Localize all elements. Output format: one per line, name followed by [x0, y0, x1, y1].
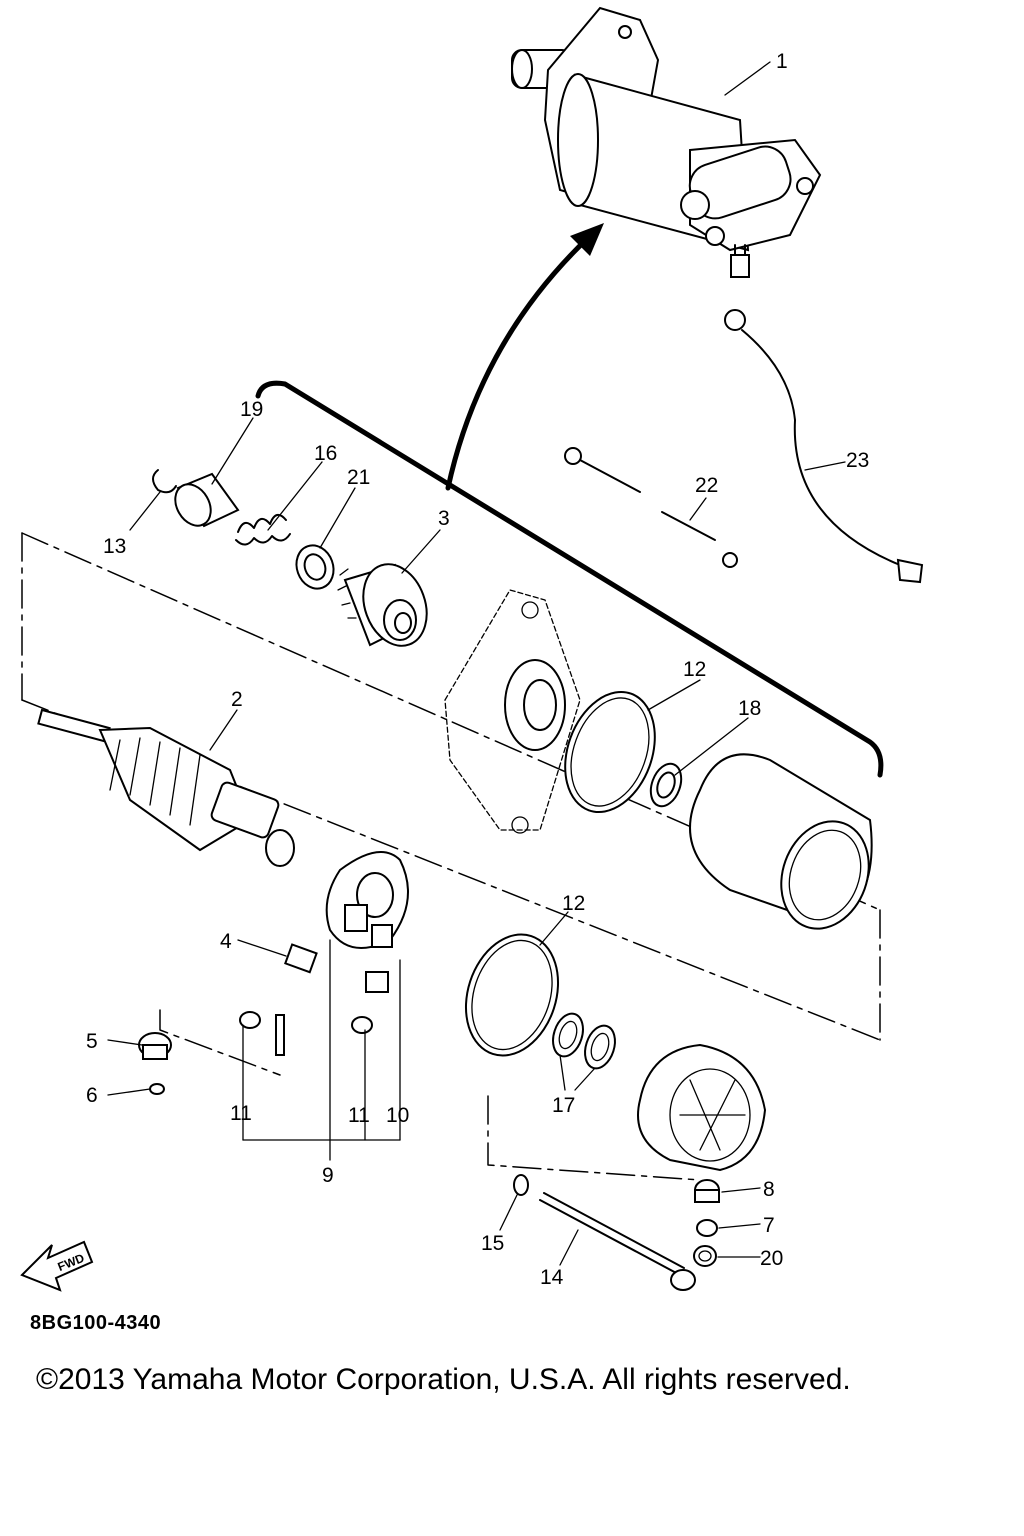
callout-13: 13	[103, 535, 126, 558]
callout-14: 14	[540, 1266, 564, 1289]
through-bolt-14	[539, 1192, 696, 1291]
lead-wire-22	[564, 447, 738, 568]
spring-16	[235, 513, 291, 546]
o-ring-12-upper	[564, 690, 656, 814]
shims-17	[552, 1012, 616, 1070]
washer-7	[696, 1219, 718, 1237]
o-ring-6	[149, 1083, 165, 1095]
nut-20	[693, 1245, 717, 1267]
nut-8	[694, 1179, 720, 1203]
callout-12a: 12	[683, 658, 706, 681]
callout-19: 19	[240, 398, 263, 421]
callout-23: 23	[846, 449, 869, 472]
clutch-gear-3	[337, 563, 428, 647]
callout-8: 8	[763, 1178, 775, 1201]
armature-2	[37, 708, 295, 867]
collar-19	[174, 472, 240, 528]
starter-motor-assembly	[511, 6, 822, 278]
callout-7: 7	[763, 1214, 775, 1237]
callout-5: 5	[86, 1030, 98, 1053]
brush-holder-plate-9	[284, 851, 409, 993]
lead-wire-23	[724, 309, 924, 584]
circlip-13	[152, 469, 177, 494]
o-ring-15	[513, 1174, 529, 1196]
washer-18	[649, 762, 683, 808]
callout-1: 1	[776, 50, 788, 73]
washer-21	[295, 544, 335, 590]
callout-11a: 11	[230, 1102, 252, 1125]
callout-4: 4	[220, 930, 232, 953]
callout-2: 2	[231, 688, 243, 711]
callout-11b: 11	[348, 1104, 370, 1127]
callout-9: 9	[322, 1164, 334, 1187]
yoke-housing	[689, 753, 873, 930]
callout-15: 15	[481, 1232, 504, 1255]
rear-cover	[637, 1043, 767, 1172]
fwd-arrow-icon: FWD	[20, 1240, 94, 1292]
group-bracket	[255, 380, 884, 778]
callout-18: 18	[738, 697, 761, 720]
callout-22: 22	[695, 474, 718, 497]
callout-6: 6	[86, 1084, 98, 1107]
callout-3: 3	[438, 507, 450, 530]
assembly-arrow	[445, 233, 593, 491]
callout-17: 17	[552, 1094, 575, 1117]
grommet-5	[138, 1032, 172, 1060]
callout-10: 10	[386, 1104, 409, 1127]
callout-20: 20	[760, 1247, 783, 1270]
copyright-notice: ©2013 Yamaha Motor Corporation, U.S.A. A…	[36, 1363, 851, 1396]
callout-12b: 12	[562, 892, 585, 915]
callout-16: 16	[314, 442, 337, 465]
brush-springs-11	[239, 1011, 373, 1056]
o-ring-12-lower	[464, 933, 560, 1057]
front-cover	[444, 589, 581, 834]
leader-lines	[107, 61, 846, 1266]
drawing-code: 8BG100-4340	[30, 1312, 162, 1334]
callout-21: 21	[347, 466, 370, 489]
callout-labels: 1 2 3 4 5 6 7 8 9 10 11 11 12 12 13 14 1…	[86, 50, 869, 1289]
